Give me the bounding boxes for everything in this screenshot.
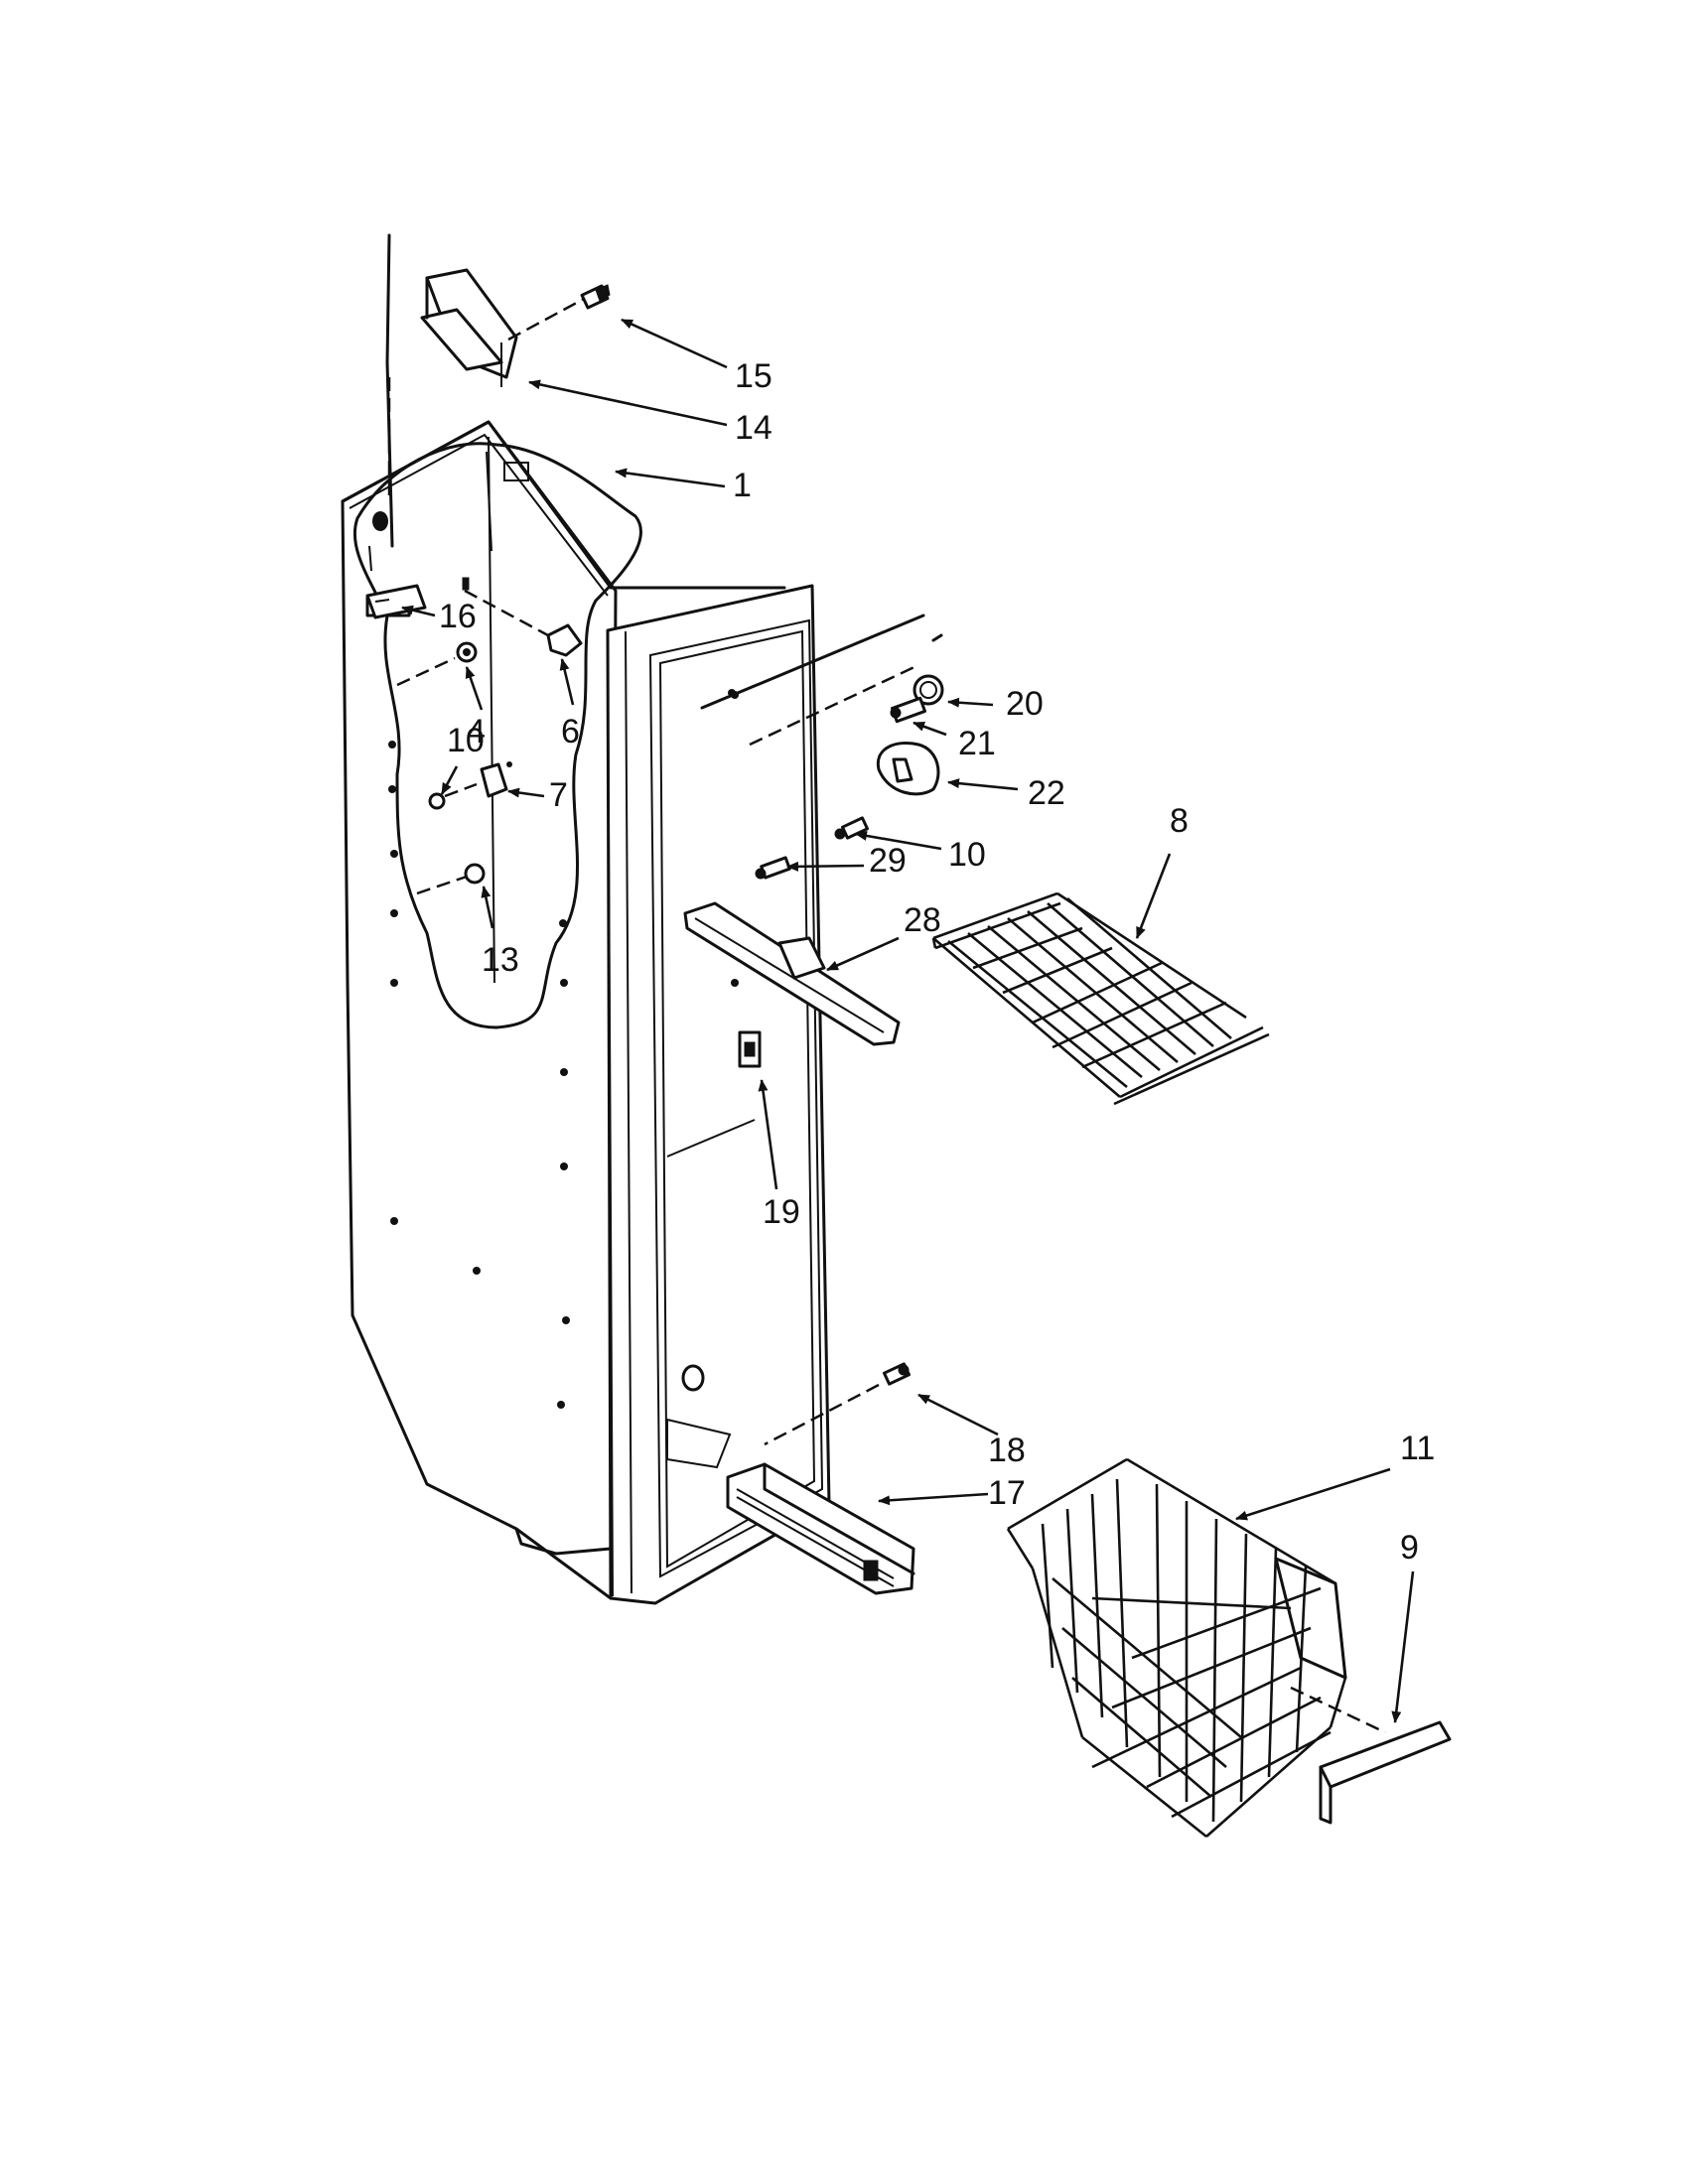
callout-16: 16 (439, 598, 477, 635)
callout-4: 4 (467, 713, 486, 751)
callout-8: 8 (1170, 802, 1189, 840)
fitting-part-13 (416, 863, 486, 895)
wire-basket-part-11 (1006, 1457, 1386, 1839)
callout-10-right: 10 (948, 836, 986, 874)
callout-6: 6 (561, 713, 580, 751)
label-plate (700, 614, 943, 747)
leader-lines (401, 318, 1415, 1723)
bearing-part-22 (876, 741, 940, 796)
clip-part-7 (480, 761, 512, 798)
shelf-support-part-28 (683, 901, 901, 1046)
top-bracket-part-14 (420, 268, 587, 387)
callout-1: 1 (733, 467, 752, 504)
screw-part-15 (580, 284, 611, 310)
callout-labels: 15 14 1 16 4 6 10 7 13 19 20 21 22 10 29… (439, 357, 1435, 1567)
wire-shelf-part-8 (931, 891, 1270, 1106)
callout-19: 19 (763, 1193, 800, 1231)
callout-20: 20 (1006, 685, 1044, 723)
callout-17: 17 (988, 1474, 1026, 1512)
switch-part-19 (738, 1030, 762, 1068)
screw-part-18 (764, 1362, 912, 1446)
freezer-liner (341, 420, 831, 1605)
trim-part-17 (726, 1462, 915, 1595)
callout-21: 21 (958, 725, 996, 762)
callout-22: 22 (1028, 774, 1065, 812)
callout-29: 29 (869, 842, 907, 880)
callout-11: 11 (1400, 1430, 1435, 1467)
callout-28: 28 (904, 901, 941, 939)
callout-7: 7 (549, 776, 568, 814)
clip-part-6 (462, 577, 583, 657)
callout-14: 14 (735, 409, 772, 447)
screw-part-21 (890, 696, 926, 724)
panel-holes (388, 691, 739, 1409)
trim-part-9 (1319, 1720, 1452, 1825)
callout-13: 13 (482, 941, 519, 979)
callout-18: 18 (988, 1432, 1026, 1469)
callout-10-left: 10 (447, 722, 485, 759)
callout-9: 9 (1400, 1529, 1419, 1567)
fitting-part-4 (396, 641, 478, 687)
bearing-part-20 (912, 674, 944, 706)
callout-15: 15 (735, 357, 772, 395)
